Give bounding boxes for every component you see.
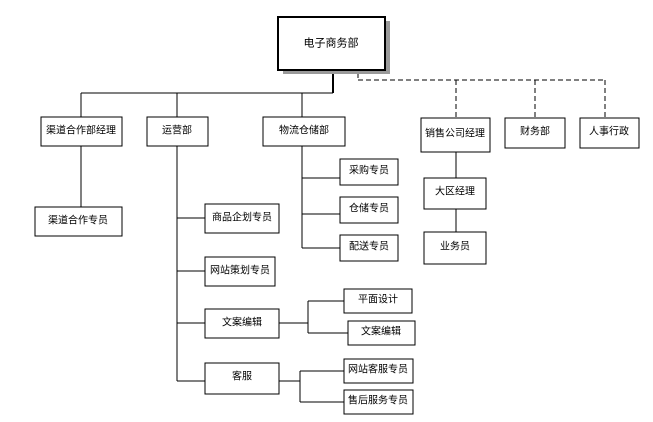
node-logistics-label: 物流仓储部 <box>279 124 329 137</box>
node-sales-manager[interactable]: 销售公司经理 <box>420 117 491 153</box>
node-copy-editing-label: 文案编辑 <box>222 316 262 329</box>
node-finance-label: 财务部 <box>520 125 550 138</box>
node-salesperson[interactable]: 业务员 <box>423 231 487 265</box>
node-copy-editing-sub[interactable]: 文案编辑 <box>347 320 416 346</box>
node-site-planning[interactable]: 网站策划专员 <box>204 256 276 287</box>
node-warehousing[interactable]: 仓储专员 <box>339 196 399 224</box>
node-channel-specialist-label: 渠道合作专员 <box>48 214 108 227</box>
node-operations-label: 运营部 <box>162 124 192 137</box>
node-sales-manager-label: 销售公司经理 <box>425 127 485 140</box>
node-delivery-label: 配送专员 <box>349 240 389 253</box>
node-product-planning[interactable]: 商品企划专员 <box>204 203 280 234</box>
node-finance[interactable]: 财务部 <box>504 117 566 149</box>
node-channel-manager[interactable]: 渠道合作部经理 <box>40 116 123 147</box>
node-purchasing-label: 采购专员 <box>349 164 389 177</box>
node-online-cs-label: 网站客服专员 <box>348 363 408 376</box>
node-salesperson-label: 业务员 <box>440 240 470 253</box>
root-node[interactable]: 电子商务部 <box>277 16 390 74</box>
root-node-label: 电子商务部 <box>304 36 359 50</box>
connectors <box>80 73 606 403</box>
node-purchasing[interactable]: 采购专员 <box>339 158 399 186</box>
node-warehousing-label: 仓储专员 <box>349 202 389 215</box>
node-graphic-design[interactable]: 平面设计 <box>343 288 413 314</box>
node-customer-service-label: 客服 <box>232 370 252 383</box>
node-delivery[interactable]: 配送专员 <box>339 234 399 262</box>
node-online-cs[interactable]: 网站客服专员 <box>343 358 414 384</box>
node-logistics[interactable]: 物流仓储部 <box>262 116 346 147</box>
node-site-planning-label: 网站策划专员 <box>210 264 270 277</box>
node-customer-service[interactable]: 客服 <box>204 362 280 395</box>
node-copy-editing-sub-label: 文案编辑 <box>361 325 401 338</box>
node-copy-editing[interactable]: 文案编辑 <box>204 308 280 339</box>
node-regional-manager-label: 大区经理 <box>435 185 475 198</box>
node-after-sales-label: 售后服务专员 <box>348 394 408 407</box>
node-channel-specialist[interactable]: 渠道合作专员 <box>34 206 123 237</box>
node-after-sales[interactable]: 售后服务专员 <box>343 389 414 415</box>
node-hr-admin-label: 人事行政 <box>589 125 629 138</box>
node-hr-admin[interactable]: 人事行政 <box>579 117 640 149</box>
node-operations[interactable]: 运营部 <box>146 116 209 147</box>
node-channel-manager-label: 渠道合作部经理 <box>46 124 116 137</box>
node-regional-manager[interactable]: 大区经理 <box>423 177 487 210</box>
node-graphic-design-label: 平面设计 <box>358 293 398 306</box>
node-product-planning-label: 商品企划专员 <box>212 211 272 224</box>
